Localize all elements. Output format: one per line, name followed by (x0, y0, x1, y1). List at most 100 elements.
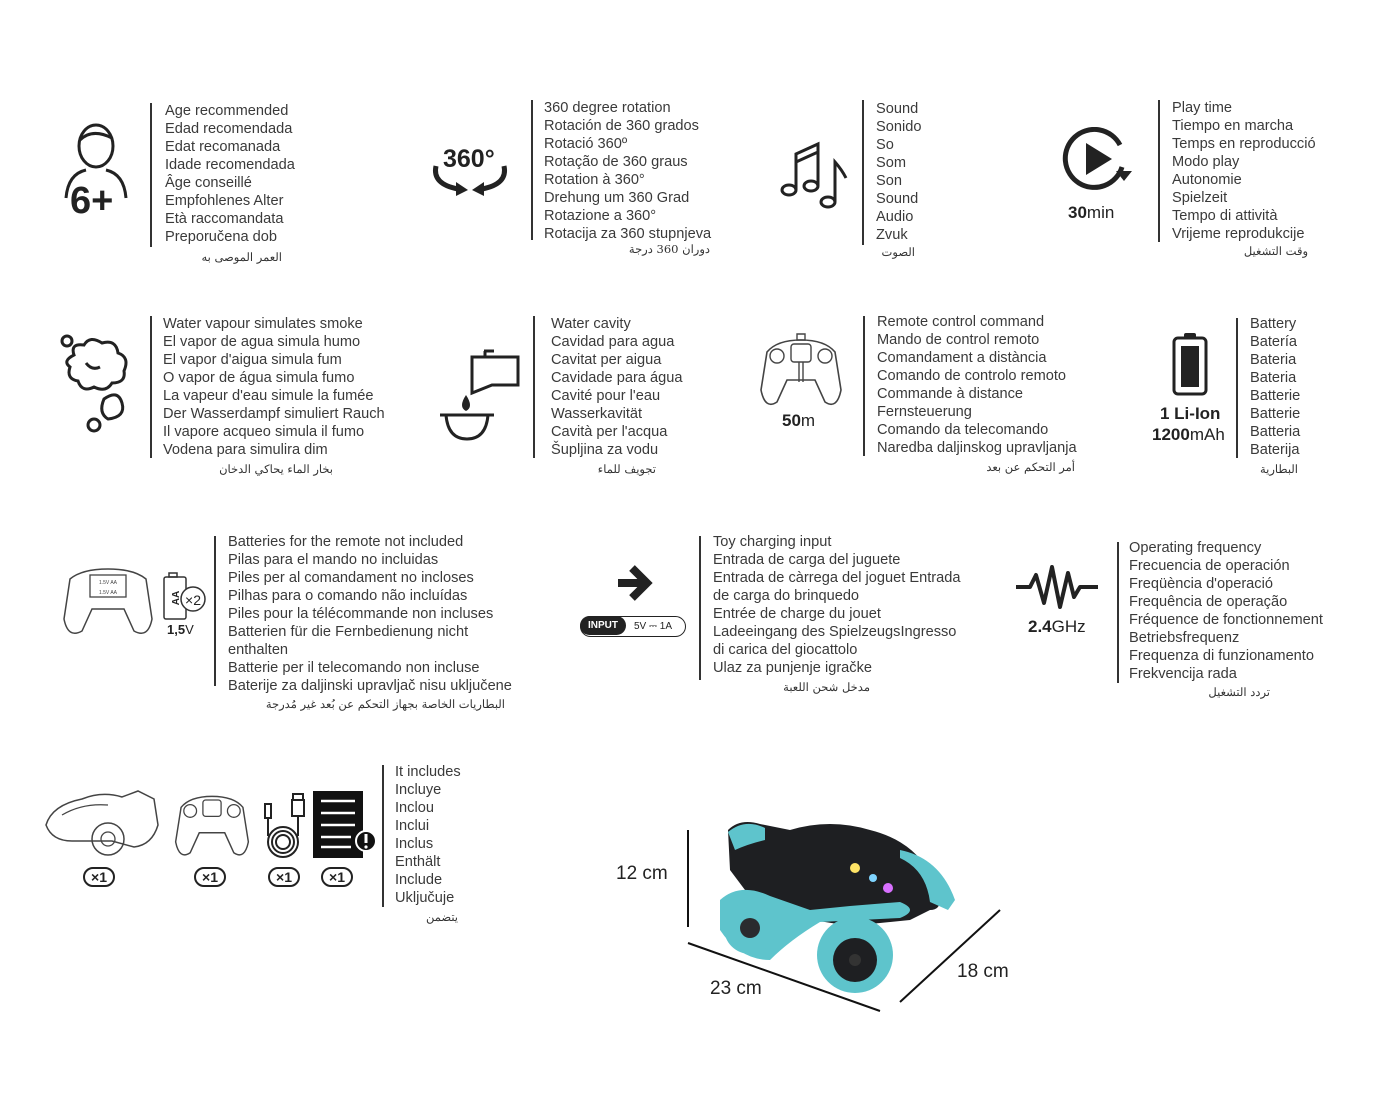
music-notes-icon (780, 141, 848, 209)
feature-text-line: It includes (395, 764, 461, 780)
feature-text-line: Sound (876, 101, 919, 117)
feature-text-line: Temps en reproducció (1172, 136, 1316, 152)
feature-text-line: Frekvencija rada (1129, 666, 1237, 682)
play-timer-icon (1062, 127, 1132, 190)
feature-text-line: Piles pour la télécommande non incluses (228, 606, 494, 622)
feature-text-line: Il vapore acqueo simula il fumo (163, 424, 365, 440)
age-value: 6+ (70, 180, 114, 222)
feature-text-line: Comandament a distància (877, 350, 1047, 366)
feature-text-line: Età raccomandata (165, 211, 284, 227)
feature-text-line: Vrijeme reprodukcije (1172, 226, 1305, 242)
feature-text-line: Battery (1250, 316, 1297, 332)
feature-text-line: Autonomie (1172, 172, 1242, 188)
arabic-text: وقت التشغيل (1243, 244, 1308, 258)
arabic-text: تردد التشغيل (1208, 685, 1270, 699)
feature-text-line: Rotación de 360 grados (544, 118, 699, 134)
arabic-text: تجويف للماء (597, 462, 656, 476)
feature-text-line: Inclus (395, 836, 434, 852)
feature-text-line: Sound (876, 191, 919, 207)
feature-text-line: Commande à distance (877, 386, 1024, 402)
feature-text-line: Mando de control remoto (877, 332, 1040, 348)
feature-text-line: Sonido (876, 119, 922, 135)
height-dimension: 12 cm (616, 863, 668, 884)
feature-text-line: Baterije za daljinski upravljač nisu ukl… (228, 678, 512, 694)
car-outline-icon (45, 790, 159, 856)
quantity-manual: ×1 (321, 867, 353, 887)
playtime-unit: min (1086, 203, 1115, 222)
arabic-text: البطارية (1259, 462, 1298, 476)
feature-text-line: Rotation à 360° (544, 172, 645, 188)
quantity-remote: ×1 (194, 867, 226, 887)
arabic-text: الصوت (881, 245, 915, 259)
feature-text-line: El vapor de agua simula humo (163, 334, 361, 350)
feature-text-line: Freqüència d'operació (1129, 576, 1273, 592)
feature-text-line: Zvuk (876, 227, 908, 243)
feature-text-line: Comando da telecomando (877, 422, 1049, 438)
rc-car-product-image (687, 822, 1001, 1012)
feature-text-line: Incluye (395, 782, 442, 798)
manual-warning-icon (313, 791, 377, 858)
feature-text-line: Entrée de charge du jouet (713, 606, 881, 622)
remote-battery-compartment-icon: 1.5V AA 1.5V AA (63, 568, 153, 634)
divider (150, 316, 152, 458)
feature-text-line: Rotació 360º (544, 136, 628, 152)
smoke-cloud-icon (60, 334, 128, 433)
arabic-text: البطاريات الخاصة بجهاز التحكم عن بُعد غي… (265, 697, 505, 711)
feature-text-line: Rotazione a 360° (544, 208, 657, 224)
feature-text-line: Ladeeingang des SpielzeugsIngresso (713, 624, 957, 640)
length-dimension: 23 cm (710, 978, 762, 999)
feature-text-line: Vodena para simulira dim (163, 442, 328, 458)
feature-text-line: Batteria (1250, 424, 1301, 440)
frequency-wave-icon (1016, 565, 1098, 609)
divider (699, 536, 701, 680)
feature-text-line: Batterie per il telecomando non incluse (228, 660, 480, 676)
battery-type-label: AA (171, 591, 182, 605)
rotation-value: 360° (443, 145, 495, 173)
feature-text-line: Rotação de 360 graus (544, 154, 688, 170)
feature-text-line: Modo play (1172, 154, 1240, 170)
feature-text-line: Include (395, 872, 443, 888)
battery-capacity: 1200mAh (1152, 425, 1225, 445)
input-spec-badge: INPUT 5V ⎓ 1A (580, 616, 686, 637)
feature-text-line: Rotacija za 360 stupnjeva (544, 226, 712, 242)
feature-text-line: Naredba daljinskog upravljanja (877, 440, 1077, 456)
frequency-number: 2.4 (1028, 617, 1052, 636)
cell-label: 1.5V AA (99, 580, 118, 586)
voltage-number: 1,5 (167, 622, 186, 637)
water-pour-icon (440, 349, 520, 441)
cell-label: 1.5V AA (99, 590, 118, 596)
arabic-text: أمر التحكم عن بعد (986, 460, 1075, 474)
feature-text-line: Preporučena dob (165, 229, 277, 245)
feature-text-line: O vapor de água simula fumo (163, 370, 355, 386)
feature-text-line: Frecuencia de operación (1129, 558, 1290, 574)
voltage-value: 1,5V (167, 622, 194, 637)
feature-text-line: Operating frequency (1129, 540, 1262, 556)
battery-count: ×2 (185, 592, 201, 608)
feature-text-line: Edad recomendada (165, 121, 293, 137)
feature-text-line: Cavità per l'acqua (551, 424, 668, 440)
arabic-text: يتضمن (425, 910, 458, 924)
rotate-arrows-icon (432, 165, 508, 196)
divider (214, 536, 216, 686)
divider (382, 765, 384, 907)
feature-text-line: Baterija (1250, 442, 1300, 458)
divider (1158, 100, 1160, 242)
input-label: INPUT (580, 616, 626, 635)
feature-text-line: enthalten (228, 642, 289, 658)
feature-text-line: Pilas para el mando no incluidas (228, 552, 439, 568)
feature-text-line: Water cavity (551, 316, 631, 332)
feature-text-line: Remote control command (877, 314, 1045, 330)
feature-text-line: Drehung um 360 Grad (544, 190, 690, 206)
feature-text-line: Tiempo en marcha (1172, 118, 1294, 134)
feature-text-line: Âge conseillé (165, 175, 252, 191)
feature-text-line: Šupljina za vodu (551, 442, 659, 458)
voltage-unit: V (185, 622, 194, 637)
remote-controller-icon (760, 333, 842, 406)
width-dimension: 18 cm (957, 961, 1009, 982)
